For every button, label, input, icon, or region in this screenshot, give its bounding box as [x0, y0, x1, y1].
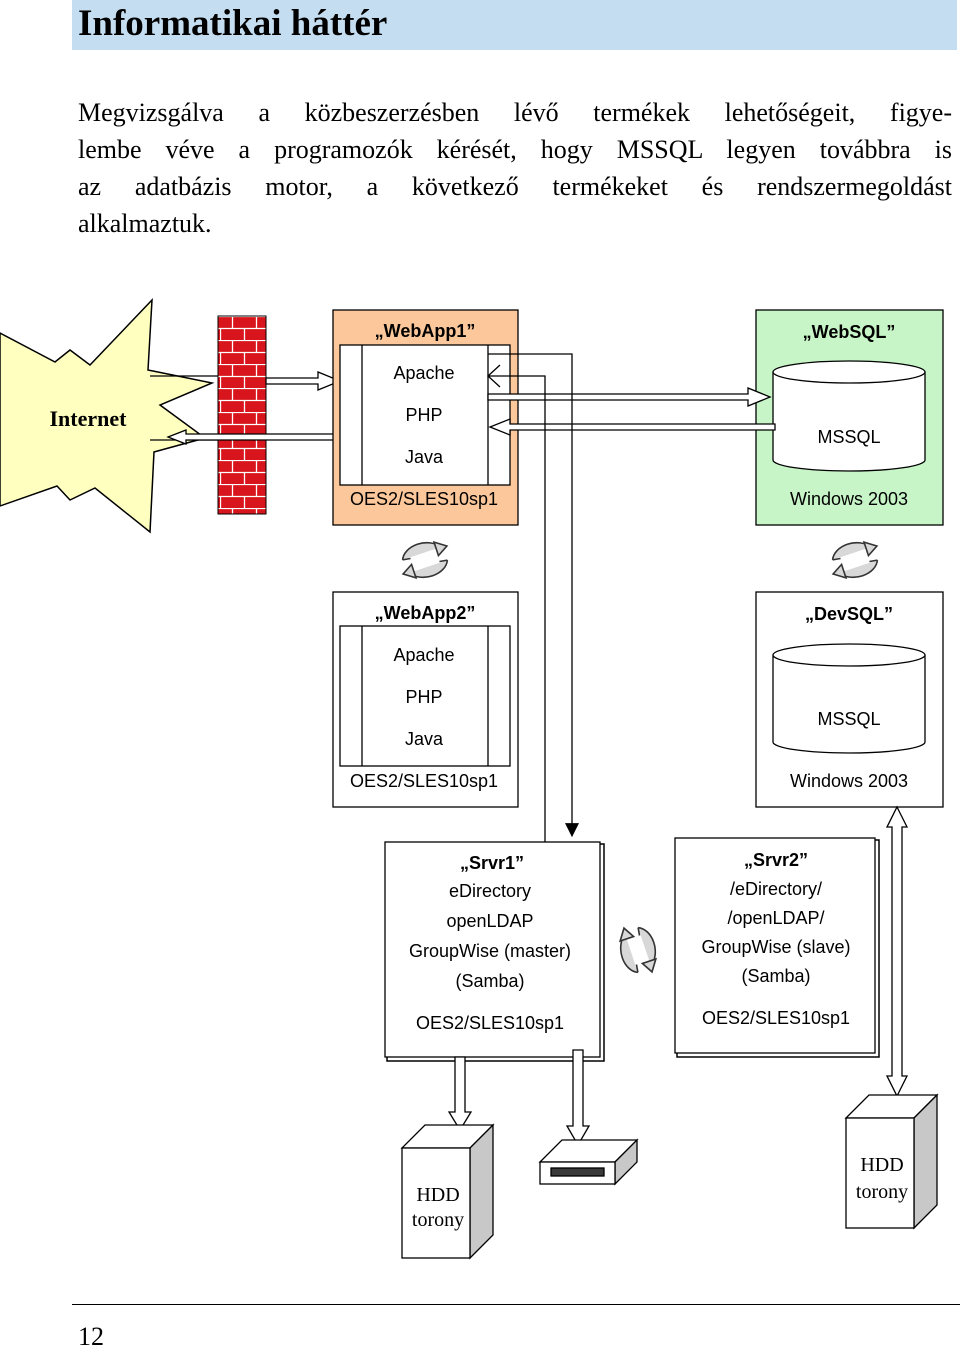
- srvr1-item: (Samba): [455, 971, 524, 991]
- hdd-tower-right: [844, 1093, 939, 1230]
- footer-rule: [72, 1304, 960, 1305]
- webapp1-item: PHP: [405, 405, 442, 425]
- intro-paragraph: Megvizsgálva a közbeszerzésben lévő term…: [78, 94, 952, 242]
- sync-icon: [616, 924, 660, 976]
- page-number: 12: [78, 1322, 104, 1351]
- srvr1-box: [384, 841, 601, 1058]
- websql-db: MSSQL: [817, 427, 880, 447]
- srvr2-item: /eDirectory/: [730, 879, 822, 899]
- srvr2-title: „Srvr2”: [744, 850, 808, 870]
- srvr2-box: [674, 837, 876, 1054]
- sync-icon: [829, 538, 881, 582]
- hdd-tower-left: [400, 1123, 495, 1260]
- internet-arrows: [150, 371, 342, 445]
- sync-icon: [399, 538, 451, 582]
- hdd-right-label: torony: [856, 1181, 908, 1203]
- firewall-icon: [217, 315, 267, 515]
- page-title: Informatikai háttér: [78, 3, 388, 44]
- hdd-left-label: HDD: [416, 1184, 459, 1206]
- srvr1-title: „Srvr1”: [460, 853, 524, 873]
- srvr1-item: GroupWise (master): [409, 941, 571, 961]
- devsql-db: MSSQL: [817, 709, 880, 729]
- webapp1-item: Apache: [393, 363, 454, 383]
- srvr1-storage-arrows: [447, 1049, 591, 1147]
- webapp1-box: [332, 309, 519, 526]
- webapp2-os: OES2/SLES10sp1: [350, 771, 498, 791]
- intro-line: lembe véve a programozók kérését, hogy M…: [78, 135, 952, 164]
- webapp1-item: Java: [405, 447, 444, 467]
- srvr1-item: openLDAP: [446, 911, 533, 931]
- tape-drive-icon: [538, 1138, 639, 1186]
- webapp1-os: OES2/SLES10sp1: [350, 489, 498, 509]
- devsql-hdd-arrow: [885, 805, 909, 1098]
- webapp2-box: [332, 591, 519, 808]
- webapp2-title: „WebApp2”: [375, 603, 476, 623]
- title-bar: Informatikai háttér: [72, 0, 957, 50]
- internet-label: Internet: [50, 406, 128, 431]
- webapp-srvr1-lines: [487, 353, 579, 842]
- devsql-title: „DevSQL”: [805, 604, 893, 624]
- intro-line: alkalmaztuk.: [78, 209, 212, 238]
- intro-line: Megvizsgálva a közbeszerzésben lévő term…: [78, 98, 952, 127]
- webapp2-item: PHP: [405, 687, 442, 707]
- webapp1-title: „WebApp1”: [375, 321, 476, 341]
- webapp2-item: Apache: [393, 645, 454, 665]
- srvr2-os: OES2/SLES10sp1: [702, 1008, 850, 1028]
- webapp2-item: Java: [405, 729, 444, 749]
- websql-box: [755, 309, 944, 526]
- srvr2-item: (Samba): [741, 966, 810, 986]
- srvr1-os: OES2/SLES10sp1: [416, 1013, 564, 1033]
- intro-line: az adatbázis motor, a következő termékek…: [78, 172, 952, 201]
- devsql-box: [755, 591, 944, 808]
- srvr1-item: eDirectory: [449, 881, 531, 901]
- srvr2-item: /openLDAP/: [727, 908, 824, 928]
- hdd-left-label: torony: [412, 1209, 464, 1231]
- websql-os: Windows 2003: [790, 489, 908, 509]
- hdd-right-label: HDD: [860, 1154, 903, 1176]
- devsql-os: Windows 2003: [790, 771, 908, 791]
- webapp-sql-arrows: [487, 387, 776, 436]
- websql-title: „WebSQL”: [803, 322, 896, 342]
- srvr2-item: GroupWise (slave): [701, 937, 850, 957]
- internet-burst: [0, 298, 215, 534]
